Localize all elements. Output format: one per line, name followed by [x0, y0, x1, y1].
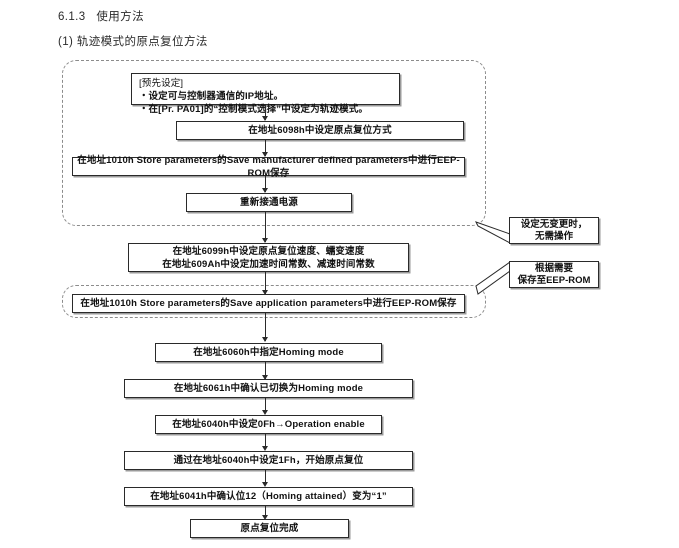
step-save-manufacturer: 在地址1010h Store parameters的Save manufactu… [72, 155, 465, 179]
connector-arrow [261, 515, 268, 520]
section-number: 6.1.3 [58, 11, 86, 23]
connector-line [265, 470, 266, 485]
connector-arrow [261, 410, 268, 415]
connector-arrow [261, 238, 268, 243]
connector-arrow [261, 337, 268, 342]
connector-line [265, 140, 266, 156]
callout-no-change: 设定无变更时， 无需操作 [509, 217, 599, 244]
step-confirm-homing-mode: 在地址6061h中确认已切换为Homing mode [124, 379, 413, 398]
step-save-application: 在地址1010h Store parameters的Save applicati… [72, 294, 465, 313]
step-speeds: 在地址6099h中设定原点复位速度、蠕变速度 在地址609Ah中设定加速时间常数… [128, 243, 409, 272]
step-power-cycle: 重新接通电源 [186, 193, 352, 212]
connector-line [265, 105, 266, 120]
connector-line [265, 176, 266, 192]
preset-note-box: [预先设定] ・设定可与控制器通信的IP地址。 ・在[Pr. PA01]的“控制… [131, 73, 400, 115]
connector-line [265, 506, 266, 518]
preset-note-title: [预先设定] [139, 78, 184, 89]
preset-note-bullet-1: ・设定可与控制器通信的IP地址。 [139, 91, 284, 102]
connector-line [265, 362, 266, 379]
step-homing-method: 在地址6098h中设定原点复位方式 [176, 121, 464, 140]
callout-as-needed: 根据需要 保存至EEP-ROM [509, 261, 599, 288]
bullet-glyph: ・ [139, 104, 149, 115]
connector-line [265, 212, 266, 242]
connector-line [265, 272, 266, 294]
connector-arrow [261, 446, 268, 451]
page-title: 6.1.3 使用方法 [58, 8, 144, 24]
connector-arrow [261, 188, 268, 193]
connector-arrow [261, 375, 268, 380]
connector-line [265, 313, 266, 341]
connector-line [265, 398, 266, 413]
step-confirm-attained: 在地址6041h中确认位12（Homing attained）变为“1” [124, 487, 413, 506]
step-set-homing-mode: 在地址6060h中指定Homing mode [155, 343, 382, 362]
step-speeds-line2: 在地址609Ah中设定加速时间常数、减速时间常数 [162, 258, 375, 270]
connector-arrow [261, 116, 268, 121]
section-title: 使用方法 [96, 11, 144, 23]
bullet-glyph: ・ [139, 91, 149, 102]
dashed-group-application-save [62, 285, 486, 318]
dashed-group-initial-setup [62, 60, 486, 226]
connector-arrow [261, 152, 268, 157]
connector-arrow [261, 482, 268, 487]
subsection-title: (1) 轨迹模式的原点复位方法 [58, 36, 208, 48]
step-start-homing: 通过在地址6040h中设定1Fh，开始原点复位 [124, 451, 413, 470]
step-complete: 原点复位完成 [190, 519, 349, 538]
connector-line [265, 434, 266, 449]
connector-arrow [261, 290, 268, 295]
step-operation-enable: 在地址6040h中设定0Fh→Operation enable [155, 415, 382, 434]
preset-note-bullet-2: ・在[Pr. PA01]的“控制模式选择”中设定为轨迹模式。 [139, 104, 369, 115]
step-speeds-line1: 在地址6099h中设定原点复位速度、蠕变速度 [172, 245, 365, 257]
